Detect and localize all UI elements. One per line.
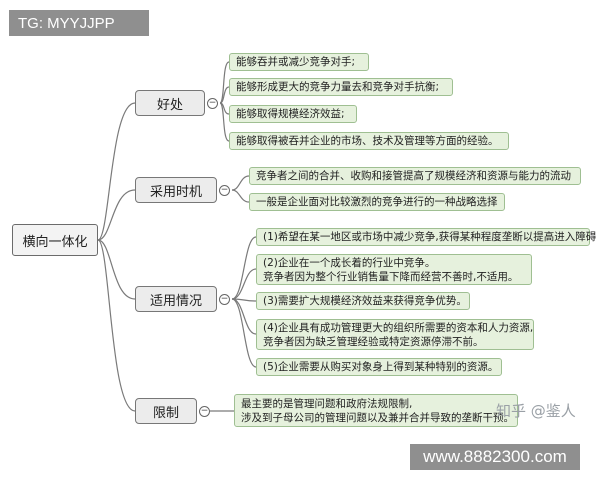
zhihu-watermark: 知乎 @鉴人 <box>496 402 576 420</box>
situation-item: (2)企业在一个成长着的行业中竞争。竞争者因为整个行业销售量下降而经营不善时,不… <box>256 254 532 285</box>
timing-item: 竞争者之间的合并、收购和接管提高了规模经济和资源与能力的流动 <box>249 167 581 185</box>
situation-item: (1)希望在某一地区或市场中减少竞争,获得某种程度垄断以提高进入障碍 <box>256 228 596 246</box>
collapse-toggle-icon[interactable]: − <box>219 185 230 196</box>
branch-situations[interactable]: 适用情况 <box>135 286 217 312</box>
situation-item: (3)需要扩大规模经济效益来获得竞争优势。 <box>256 292 470 310</box>
benefit-item: 能够吞并或减少竞争对手; <box>229 53 369 71</box>
timing-item: 一般是企业面对比较激烈的竞争进行的一种战略选择 <box>249 193 505 211</box>
watermark-bottom: www.8882300.com <box>410 444 580 470</box>
collapse-toggle-icon[interactable]: − <box>219 294 230 305</box>
situation-item: (4)企业具有成功管理更大的组织所需要的资本和人力资源,竞争者因为缺乏管理经验或… <box>256 319 534 350</box>
limit-item: 最主要的是管理问题和政府法规限制,涉及到子母公司的管理问题以及兼并合并导致的垄断… <box>234 394 518 427</box>
collapse-toggle-icon[interactable]: − <box>199 406 210 417</box>
collapse-toggle-icon[interactable]: − <box>207 98 218 109</box>
situation-item: (5)企业需要从购买对象身上得到某种特别的资源。 <box>256 358 502 376</box>
benefit-item: 能够取得规模经济效益; <box>229 105 357 123</box>
benefit-item: 能够取得被吞并企业的市场、技术及管理等方面的经验。 <box>229 132 509 150</box>
root-node[interactable]: 横向一体化 <box>12 224 98 256</box>
branch-timing[interactable]: 采用时机 <box>135 177 217 203</box>
branch-benefits[interactable]: 好处 <box>135 90 205 116</box>
benefit-item: 能够形成更大的竞争力量去和竞争对手抗衡; <box>229 78 453 96</box>
watermark-top: TG: MYYJJPP <box>9 10 149 36</box>
branch-limits[interactable]: 限制 <box>135 398 197 424</box>
